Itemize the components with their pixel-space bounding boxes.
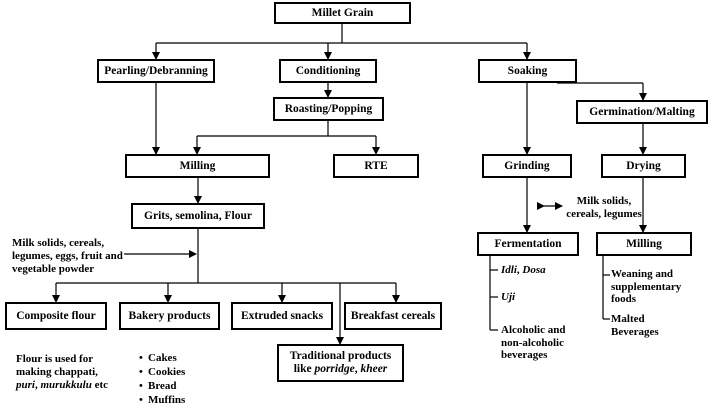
flour-usage-line3: puri, murukkulu etc xyxy=(16,379,109,392)
box-pearling-debranning: Pearling/Debranning xyxy=(97,59,215,83)
box-extruded-snacks: Extruded snacks xyxy=(231,302,333,330)
box-drying: Drying xyxy=(601,154,686,178)
milling-item-malted: Malted Beverages xyxy=(611,313,659,338)
bakery-item: •Cookies xyxy=(139,366,186,378)
box-grinding: Grinding xyxy=(482,154,572,178)
note-additives-right: Milk solids, cereals, legumes xyxy=(566,195,642,221)
box-rte: RTE xyxy=(333,154,419,178)
note-additives-left: Milk solids, cereals, legumes, eggs, fru… xyxy=(12,237,123,276)
traditional-line1: Traditional products xyxy=(289,349,392,362)
box-bakery-products: Bakery products xyxy=(119,302,220,330)
traditional-line2: like porridge, kheer xyxy=(293,363,388,375)
box-roasting-popping: Roasting/Popping xyxy=(273,97,384,121)
fermentation-item-idli-dosa: Idli, Dosa xyxy=(501,264,546,276)
note-flour-usage: Flour is used for making chappati, puri,… xyxy=(16,353,120,393)
fermentation-item-beverages: Alcoholic and non-alcoholic beverages xyxy=(501,324,566,362)
bakery-item: •Muffins xyxy=(139,394,186,406)
box-breakfast-cereals: Breakfast cereals xyxy=(344,302,442,330)
milling-item-weaning: Weaning and supplementary foods xyxy=(611,268,682,306)
box-conditioning: Conditioning xyxy=(279,59,377,83)
flour-usage-line1: Flour is used for xyxy=(16,353,94,365)
box-fermentation: Fermentation xyxy=(477,232,579,256)
box-composite-flour: Composite flour xyxy=(5,302,107,330)
box-millet-grain: Millet Grain xyxy=(274,2,411,24)
box-grits-semolina-flour: Grits, semolina, Flour xyxy=(131,203,265,229)
box-milling-right: Milling xyxy=(596,232,692,256)
box-traditional-products: Traditional products like porridge, khee… xyxy=(277,344,404,382)
fermentation-item-uji: Uji xyxy=(501,291,516,303)
bakery-item: •Cakes xyxy=(139,352,177,364)
flour-usage-line2: making chappati, xyxy=(16,366,98,379)
box-germination-malting: Germination/Malting xyxy=(576,100,708,124)
box-soaking: Soaking xyxy=(478,59,577,83)
bakery-item: •Bread xyxy=(139,380,177,392)
box-milling-left: Milling xyxy=(125,154,270,178)
